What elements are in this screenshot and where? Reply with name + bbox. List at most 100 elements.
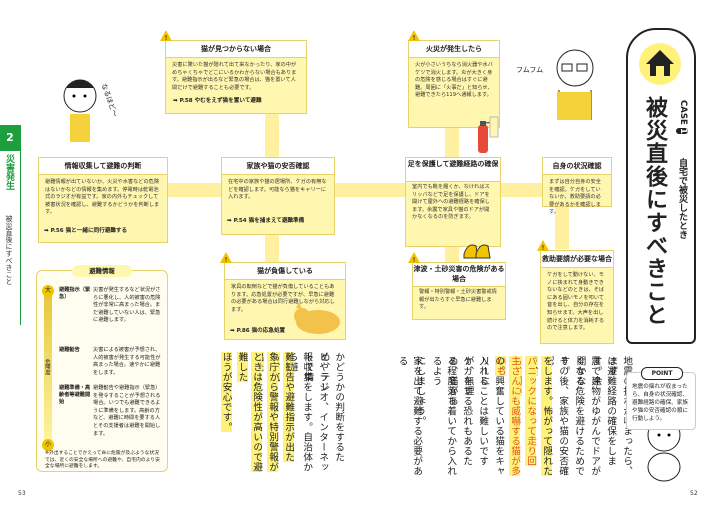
body-line: ビやラジオ、インターネットで情 [302, 352, 329, 472]
body-line: 入れることは難しいですが、無理 [462, 356, 489, 466]
main-body-text-col-3: 震で建物がゆがんでドアが開かな [572, 356, 601, 481]
ref-link-evacuate-with-cat[interactable]: ➡ P.56 猫と一緒に同行避難する [44, 228, 128, 234]
chapter-title: 災害発生 [4, 154, 14, 190]
page-title: 被災直後にすべきこと [642, 96, 667, 326]
woman-character-icon [63, 79, 97, 142]
card-info-gathering: 情報収集して避難の判断 避難情報が出ていないか、火災や水害などの危険はないかなど… [38, 157, 168, 243]
evac-note: ※外出することでかえって命に危険が及ぶような状況では、近くの安全な場所への避難や… [45, 451, 160, 470]
main-body-text-col-9: の。興奮している猫をキャリーに [476, 356, 505, 481]
case-label: CASE 1 [676, 100, 688, 134]
body-line: かどうかの判断をするため、テレ [318, 352, 345, 462]
svg-text:!: ! [225, 256, 228, 263]
card-title: 救助要請が必要な場合 [541, 251, 613, 268]
card-body: 家具の転倒などで猫が負傷していることもあります。応急処置が必要ですが、早急に避難… [231, 284, 335, 313]
scale-mid-label: 危険度 [44, 359, 50, 376]
evac-level-desc: 避難勧告や避難指示（緊急）を発令することが予想される場合。いつでも避難できるよう… [93, 385, 161, 437]
man-character-icon [556, 49, 594, 120]
ref-link-cat-missing[interactable]: ➡ P.58 やむをえず猫を置いて避難 [173, 98, 262, 104]
card-title: 火災が発生したら [409, 41, 499, 58]
case-subtitle: 自宅で被災したとき [677, 158, 687, 239]
body-line: ケガをする恐れもあるため、猫があ [446, 356, 473, 466]
card-fire: 火災が発生したら 火が小さいうちなら消火器や水バケツで消火します。炎が大きく身の… [408, 40, 500, 128]
warning-icon: ! [220, 252, 232, 263]
ref-link-first-aid[interactable]: ➡ P.86 猫の応急処置 [230, 328, 286, 334]
main-body-text-col-21: ほうが安心です。 [218, 352, 233, 477]
sidebar-divider [20, 125, 21, 325]
main-body-text-col-15: かどうかの判断をするため、テレ [316, 352, 345, 477]
card-title: 情報収集して避難の判断 [39, 158, 167, 175]
body-line: の。興奮している猫をキャリーに [478, 356, 505, 476]
scale-top-label: 大 [42, 285, 54, 297]
main-body-text-col-8: 主さんにも威嚇する猫が多いも [492, 356, 521, 481]
svg-text:!: ! [542, 244, 545, 251]
body-line: は避難経路の確保をします。余 [590, 356, 617, 466]
point-box: POINT 地震の揺れが収まったら、自身の状況確認、避難経路の確保、家族や猫の安… [626, 367, 696, 430]
arrow-right-icon: ➡ [230, 328, 237, 334]
arrow-right-icon: ➡ [227, 218, 234, 224]
card-tsunami: 津波・土砂災害の危険がある場合 警報・特別警報・土砂災害警戒情報が出たらすぐ早急… [412, 262, 506, 320]
page-number-right: 52 [690, 490, 698, 497]
point-text: 地震の揺れが収まったら、自身の状況確認、避難経路の確保、家族や猫の安否確認の順に… [632, 384, 688, 422]
chapter-number-tab: 2 [0, 125, 20, 151]
house-icon [639, 43, 681, 85]
danger-scale-bar [44, 291, 52, 445]
panel-title: 避難情報 [72, 265, 132, 277]
warning-icon: ! [160, 30, 172, 41]
case-number: 1 [676, 127, 688, 134]
card-safety-check: 家族や猫の安否確認 在宅中の家族や猫の居場所、ケガの有無などを確認します。可能な… [221, 157, 335, 235]
main-body-text-col-13: にしましょう。 [412, 356, 427, 481]
card-body: 災害に驚いた猫が隠れて出て来なかったり、家の中がめちゃくちゃでどこにいるかわから… [172, 62, 297, 91]
arrow-right-icon: ➡ [44, 228, 51, 234]
main-body-text-col-20: ときは危険性が高いので避難した [234, 352, 263, 477]
card-body: 在宅中の家族や猫の居場所、ケガの有無などを確認します。可能なら猫をキャリーに入れ… [228, 179, 327, 201]
main-body-text-col-14: 家を出て避難する必要がある [394, 356, 423, 481]
body-line: 震で建物がゆがんでドアが開かな [574, 356, 601, 476]
card-body: 火が小さいうちなら消火器や水バケツで消火します。炎が大きく身の危険を感じる場合は… [415, 62, 493, 99]
character-speech: フムフム [516, 66, 544, 74]
card-body: 警報・特別警報・土砂災害警戒情報が出たらすぐ早急に避難します。 [419, 289, 497, 311]
body-line: にしましょう。 [414, 356, 426, 426]
card-title: 自身の状況確認 [543, 158, 611, 175]
card-secure-route: 足を保護して避難経路の確保 室内でも靴を履くか、なければスリッパなどで足を保護し… [405, 157, 501, 247]
body-line: 家を出て避難する必要がある [396, 356, 423, 476]
main-body-text-col-2: は避難経路の確保をします。余 [588, 356, 617, 481]
card-body: 避難情報が出ていないか、火災や水害などの危険はないかなどの情報を集めます。停電時… [45, 179, 160, 216]
card-self-check: 自身の状況確認 まずは自分自身の安全を確認。ケガをしていないか、救助要請の必要が… [542, 157, 612, 215]
highlighted-line: ほうが安心です。 [220, 352, 232, 432]
body-line: る程度落ち着いてから入れるよう [430, 356, 457, 476]
card-title: 足を保護して避難経路の確保 [406, 158, 500, 182]
evac-level-desc: 災害による被害が予想され、人的被害が発生する可能性が高まった場合。速やかに避難を… [93, 347, 161, 376]
main-body-text-col-16: ビやラジオ、インターネットで情 [300, 352, 329, 477]
fire-extinguisher-icon [478, 116, 499, 153]
main-body-text-col-4: くなる危険を避けるためです。 [556, 356, 585, 481]
card-body: ケガをして動けない、モノに挟まれて身動きできないなどのときは、そばにある固いモノ… [547, 272, 605, 332]
card-title: 津波・土砂災害の危険がある場合 [413, 263, 505, 287]
evac-level-name: 避難指示（緊急） [59, 287, 91, 300]
highlighted-line: ときは危険性が高いので避難した [236, 352, 263, 472]
card-rescue-request: 救助要請が必要な場合 ケガをして動けない、モノに挟まれて身動きできないなどのとき… [540, 250, 614, 344]
card-title: 家族や猫の安否確認 [222, 158, 334, 175]
main-body-text-col-11: ケガをする恐れもあるため、猫があ [444, 356, 473, 481]
evacuation-info-panel: 避難情報 大 危険度 小 避難指示（緊急） 災害が発生するなど状況がさらに悪化し… [36, 265, 168, 472]
arrow-right-icon: ➡ [173, 98, 180, 104]
svg-text:!: ! [165, 34, 168, 41]
sleeping-cat-icon [294, 302, 340, 334]
ref-link-catch-cat[interactable]: ➡ P.54 猫を捕まえて避難準備 [227, 218, 305, 224]
scale-bottom-label: 小 [42, 439, 54, 451]
body-line: くなる危険を避けるためです。 [558, 356, 585, 476]
card-title: 猫が負傷している [225, 263, 345, 280]
flow-arrow-rescue [555, 197, 569, 249]
evac-level-desc: 災害が発生するなど状況がさらに悪化し、人的被害の危険性が非常に高まった場合。まだ… [93, 287, 161, 324]
evac-level-name: 避難勧告 [59, 347, 80, 353]
warning-icon: ! [408, 252, 420, 263]
card-body: まずは自分自身の安全を確認。ケガをしていないか、救助要請の必要があるかを確認しま… [549, 179, 601, 216]
card-cat-missing: 猫が見つからない場合 災害に驚いた猫が隠れて出て来なかったり、家の中がめちゃくち… [165, 40, 307, 114]
card-cat-injured: 猫が負傷している 家具の転倒などで猫が負傷していることもあります。応急処置が必要… [224, 262, 346, 340]
card-body: 室内でも靴を履くか、なければスリッパなどで足を保護し、ドアを開けて屋外への避難経… [412, 184, 490, 221]
card-title: 猫が見つからない場合 [166, 41, 306, 58]
svg-text:!: ! [413, 34, 416, 41]
point-label: POINT [641, 367, 683, 380]
shoes-icon [463, 244, 491, 259]
warning-icon: ! [408, 30, 420, 41]
main-body-text-col-12: る程度落ち着いてから入れるよう [428, 356, 457, 481]
